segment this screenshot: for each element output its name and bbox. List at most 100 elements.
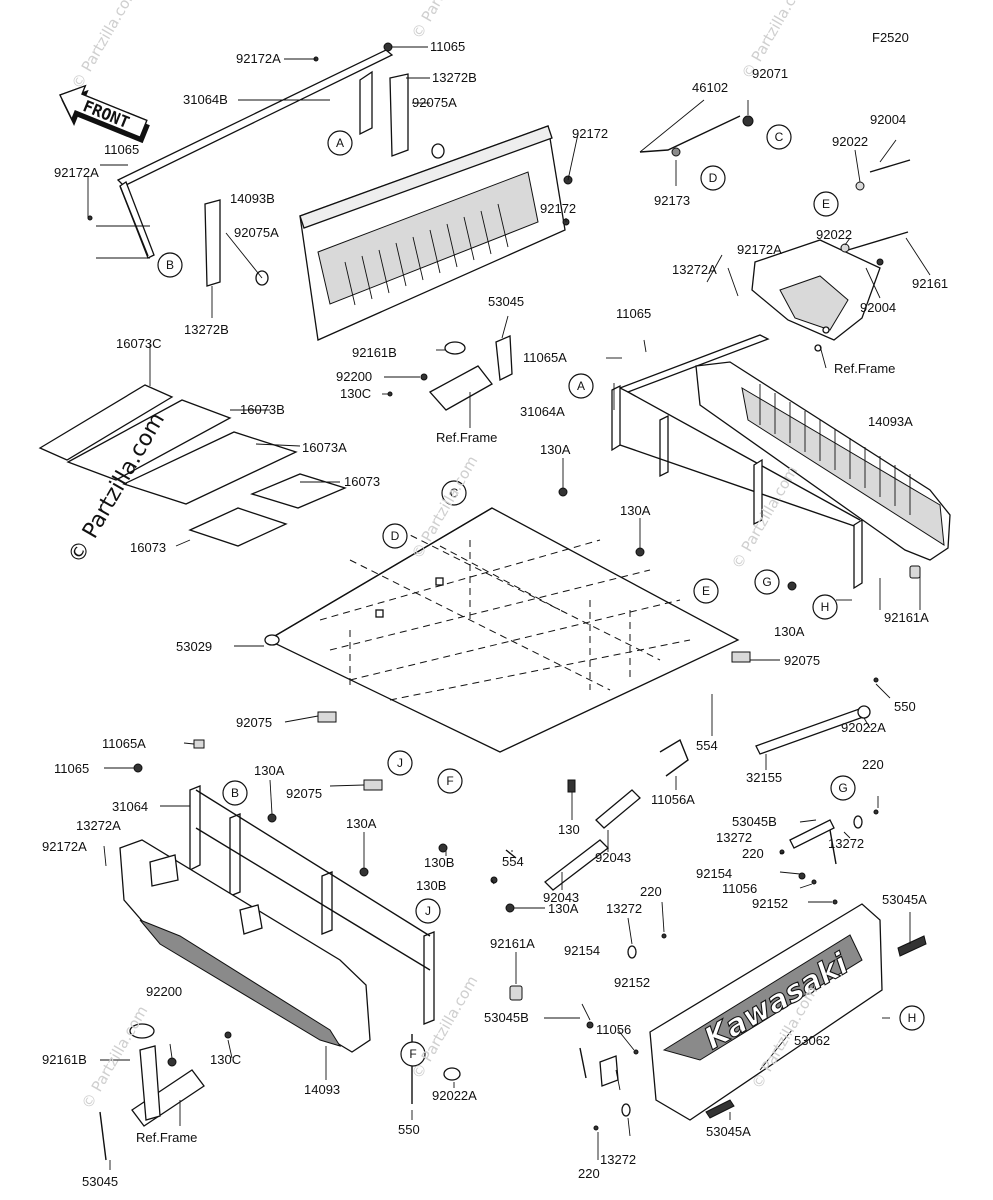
callout-f-1-text: F [446, 774, 453, 788]
label-92022a-b: 92022A [432, 1088, 477, 1103]
label-13272b: 13272B [432, 70, 477, 85]
figure-code: F2520 [872, 30, 909, 45]
callout-h-1: H [812, 594, 838, 620]
watermark-1: © Partzilla.com [68, 0, 141, 92]
label-92152: 92152 [614, 975, 650, 990]
label-11065a-b: 11065A [102, 736, 146, 751]
label-130b-b: 130B [416, 878, 446, 893]
label-16073: 16073 [344, 474, 380, 489]
callout-j-1-text: J [397, 756, 403, 770]
label-ref-frame-1: Ref.Frame [834, 361, 895, 376]
callout-e-1: E [813, 191, 839, 217]
bed-mats [38, 384, 347, 547]
label-220-c: 220 [862, 757, 884, 772]
right-side-frame-31064a [558, 334, 921, 591]
label-11065: 11065 [430, 39, 465, 54]
callout-d-1-text: D [709, 171, 718, 185]
label-53045a: 53045A [706, 1124, 751, 1139]
label-92161: 92161 [912, 276, 948, 291]
label-92075a-b: 92075A [234, 225, 279, 240]
bed-floor-53029 [264, 507, 751, 791]
label-92172a-d: 92172A [42, 839, 87, 854]
callout-f-2-text: F [409, 1047, 416, 1061]
label-92173: 92173 [654, 193, 690, 208]
latch-assembly-lower-left [99, 1023, 232, 1161]
label-92200: 92200 [336, 369, 372, 384]
callout-c-1: C [766, 124, 792, 150]
callout-j-1: J [387, 750, 413, 776]
label-53045b-b: 53045B [732, 814, 777, 829]
label-11056a: 11056A [651, 792, 695, 807]
callout-a-2: A [568, 373, 594, 399]
label-13272a-b: 13272A [76, 818, 121, 833]
watermark-2: © Partzilla.com [408, 0, 481, 42]
callout-h-2-text: H [908, 1011, 917, 1025]
label-92043-b: 92043 [543, 890, 579, 905]
label-92200-b: 92200 [146, 984, 182, 999]
tailgate-53062: Kawasaki [579, 903, 927, 1131]
labels: F2520 11065 92172A 13272B 92075A 31064B … [42, 30, 948, 1189]
leader-lines [87, 46, 931, 1170]
label-31064b: 31064B [183, 92, 228, 107]
label-92154: 92154 [564, 943, 600, 958]
callout-b-1: B [157, 252, 183, 278]
label-92172a-b: 92172A [54, 165, 99, 180]
label-32155: 32155 [746, 770, 782, 785]
callout-a-1: A [327, 130, 353, 156]
left-side-panel-14093 [119, 839, 371, 1053]
callout-g-2: G [830, 775, 856, 801]
label-13272b-b: 13272B [184, 322, 229, 337]
label-92071: 92071 [752, 66, 788, 81]
label-11065-d: 11065 [54, 761, 89, 776]
callout-f-1: F [437, 768, 463, 794]
label-14093a: 14093A [868, 414, 913, 429]
label-92161b: 92161B [352, 345, 397, 360]
label-130: 130 [558, 822, 580, 837]
label-92075a: 92075A [412, 95, 457, 110]
label-53029: 53029 [176, 639, 212, 654]
callout-j-2: J [415, 898, 441, 924]
label-550-b: 550 [398, 1122, 420, 1137]
label-92022-b: 92022 [816, 227, 852, 242]
label-130a-d: 130A [254, 763, 285, 778]
label-130b: 130B [424, 855, 454, 870]
label-53045a-b: 53045A [882, 892, 927, 907]
label-11065-b: 11065 [104, 142, 139, 157]
label-92161a-b: 92161A [490, 936, 535, 951]
callout-a-2-text: A [577, 379, 585, 393]
rear-panel-14093b [299, 125, 573, 341]
label-ref-frame-3: Ref.Frame [136, 1130, 197, 1145]
label-130a: 130A [540, 442, 571, 457]
label-92075-b: 92075 [236, 715, 272, 730]
callout-h-1-text: H [821, 600, 830, 614]
label-31064: 31064 [112, 799, 148, 814]
label-31064a: 31064A [520, 404, 565, 419]
label-11056: 11056 [596, 1022, 631, 1037]
label-220: 220 [640, 884, 662, 899]
label-92022: 92022 [832, 134, 868, 149]
front-arrow-icon: FRONT [59, 84, 150, 144]
callout-d-2: D [382, 523, 408, 549]
callout-f-2: F [400, 1041, 426, 1067]
label-46102: 46102 [692, 80, 728, 95]
callout-g-1-text: G [762, 575, 771, 589]
label-11065-c: 11065 [616, 306, 651, 321]
label-14093b: 14093B [230, 191, 275, 206]
label-92004-b: 92004 [860, 300, 896, 315]
label-ref-frame-2: Ref.Frame [436, 430, 497, 445]
callout-b-2-text: B [231, 786, 239, 800]
label-92161a: 92161A [884, 610, 929, 625]
label-11056-b: 11056 [722, 881, 757, 896]
label-92154-b: 92154 [696, 866, 732, 881]
callout-a-1-text: A [336, 136, 344, 150]
callout-d-2-text: D [391, 529, 400, 543]
callout-e-2-text: E [702, 584, 710, 598]
label-92004: 92004 [870, 112, 906, 127]
label-130a-b: 130A [620, 503, 651, 518]
label-92172: 92172 [572, 126, 608, 141]
label-53062: 53062 [794, 1033, 830, 1048]
label-13272a: 13272A [672, 262, 717, 277]
label-53045b: 53045B [484, 1010, 529, 1025]
label-13272: 13272 [606, 901, 642, 916]
